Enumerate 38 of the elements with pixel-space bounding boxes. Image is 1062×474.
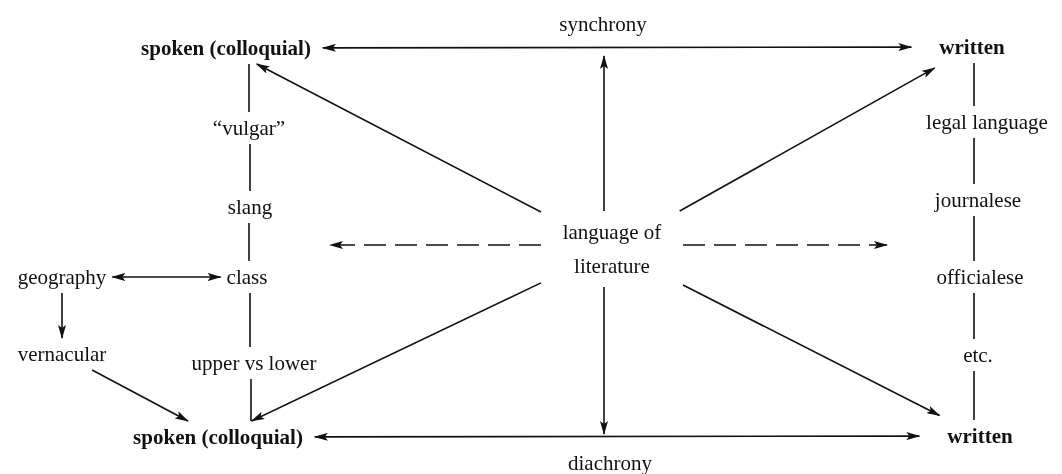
arrow bbox=[682, 284, 941, 417]
arrow bbox=[313, 432, 921, 441]
arrow bbox=[255, 63, 542, 213]
term-label: slang bbox=[227, 195, 273, 219]
term-label: language of literature bbox=[547, 215, 677, 283]
dashed-arrow bbox=[329, 241, 542, 249]
arrow bbox=[58, 292, 66, 339]
term-label: spoken (colloquial) bbox=[133, 425, 303, 449]
arrow bbox=[600, 55, 608, 212]
term-label: class bbox=[226, 265, 268, 289]
term-label: journalese bbox=[934, 188, 1022, 212]
connector-line bbox=[973, 292, 975, 340]
arrow bbox=[111, 273, 222, 281]
arrow bbox=[250, 282, 542, 422]
term-label: spoken (colloquial) bbox=[141, 36, 311, 60]
term-label: etc. bbox=[963, 343, 993, 367]
term-label: written bbox=[947, 424, 1013, 448]
term-label: vernacular bbox=[17, 342, 107, 366]
arrow bbox=[321, 43, 913, 52]
connector-line bbox=[249, 143, 251, 192]
term-label: geography bbox=[17, 265, 107, 289]
arrow bbox=[91, 369, 189, 422]
connector-line bbox=[973, 370, 975, 421]
connector-line bbox=[250, 378, 252, 422]
connector-line bbox=[973, 215, 975, 262]
connector-line bbox=[248, 222, 250, 262]
dashed-arrow bbox=[682, 241, 888, 249]
term-label: upper vs lower bbox=[191, 351, 317, 375]
term-label: “vulgar” bbox=[212, 116, 286, 140]
connector-line bbox=[249, 292, 251, 348]
connector-line bbox=[248, 63, 250, 113]
arrow bbox=[678, 67, 936, 212]
term-label: legal language bbox=[926, 110, 1048, 134]
connector-line bbox=[973, 137, 975, 185]
arrow bbox=[600, 286, 608, 435]
term-label: officialese bbox=[936, 265, 1024, 289]
connector-line bbox=[973, 62, 975, 107]
term-label: written bbox=[939, 35, 1005, 59]
